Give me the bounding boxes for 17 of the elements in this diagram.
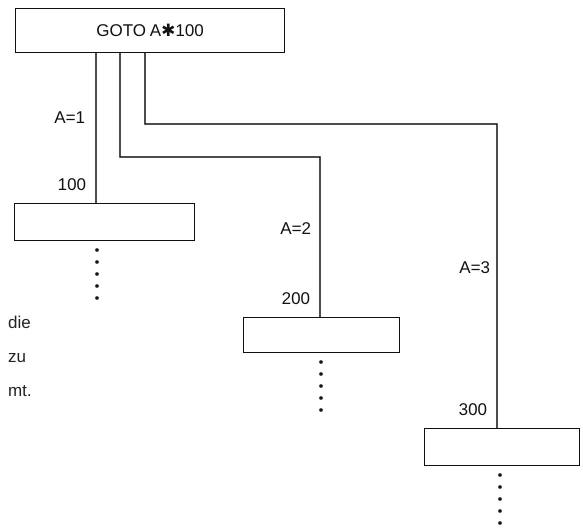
empty-box [424, 428, 580, 466]
line-number: 300 [458, 400, 487, 420]
text-fragment: zu [8, 347, 26, 367]
edge-label: A=2 [280, 219, 311, 239]
connector-line [119, 53, 321, 317]
line-number: 200 [282, 289, 310, 309]
statement-box [15, 8, 285, 53]
empty-box [14, 203, 195, 241]
connector-line [144, 53, 498, 428]
edge-label: A=1 [54, 108, 85, 128]
text-fragment: mt. [8, 381, 32, 401]
line-number: 100 [58, 175, 86, 195]
text-fragment: die [8, 313, 31, 333]
statement-text: GOTO A✱100 [96, 20, 204, 40]
empty-box [243, 317, 400, 353]
connector-line [95, 53, 97, 203]
edge-label: A=3 [459, 258, 490, 278]
